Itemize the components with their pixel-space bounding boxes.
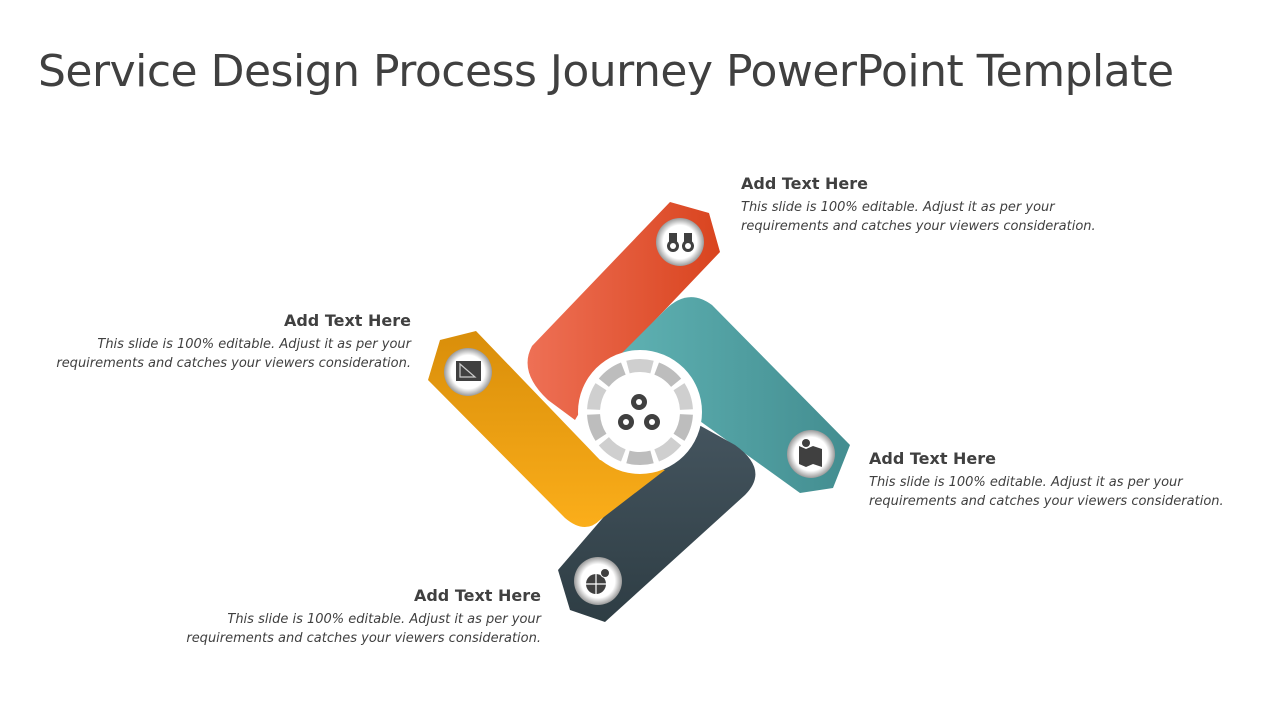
ring-segment	[654, 362, 682, 387]
ring-segment	[587, 383, 607, 410]
step-text-line: requirements and catches your viewers co…	[186, 631, 541, 646]
step-bottom: Add Text Here This slide is 100% editabl…	[141, 586, 541, 648]
step-heading: Add Text Here	[869, 449, 997, 468]
ring-segment	[598, 437, 626, 462]
step-text-line: This slide is 100% editable. Adjust it a…	[97, 337, 411, 352]
step-heading: Add Text Here	[741, 174, 869, 193]
globe-pin-icon	[574, 557, 622, 605]
gears-icon	[618, 394, 660, 430]
ring-segment	[626, 450, 654, 465]
step-text-line: requirements and catches your viewers co…	[869, 494, 1224, 509]
slide-title: Service Design Process Journey PowerPoin…	[38, 46, 1174, 97]
map-icon	[787, 430, 835, 478]
ring-segment	[673, 383, 693, 410]
step-right: Add Text Here This slide is 100% editabl…	[869, 449, 1269, 511]
step-top-right: Add Text Here This slide is 100% editabl…	[741, 174, 1141, 236]
step-text-line: requirements and catches your viewers co…	[741, 219, 1096, 234]
ring-segment	[587, 414, 607, 441]
ring-segment	[598, 362, 626, 387]
center-ring	[587, 359, 693, 465]
step-heading: Add Text Here	[413, 586, 541, 605]
step-text-line: This slide is 100% editable. Adjust it a…	[869, 475, 1183, 490]
step-text-line: This slide is 100% editable. Adjust it a…	[741, 200, 1055, 215]
step-heading: Add Text Here	[283, 311, 411, 330]
step-text-line: This slide is 100% editable. Adjust it a…	[227, 612, 541, 627]
ring-segment	[673, 414, 693, 441]
ring-segment	[654, 437, 682, 462]
ring-segment	[626, 359, 654, 374]
step-text-line: requirements and catches your viewers co…	[56, 356, 411, 371]
blueprint-icon	[444, 348, 492, 396]
binoculars-icon	[656, 218, 704, 266]
step-left: Add Text Here This slide is 100% editabl…	[11, 311, 411, 373]
